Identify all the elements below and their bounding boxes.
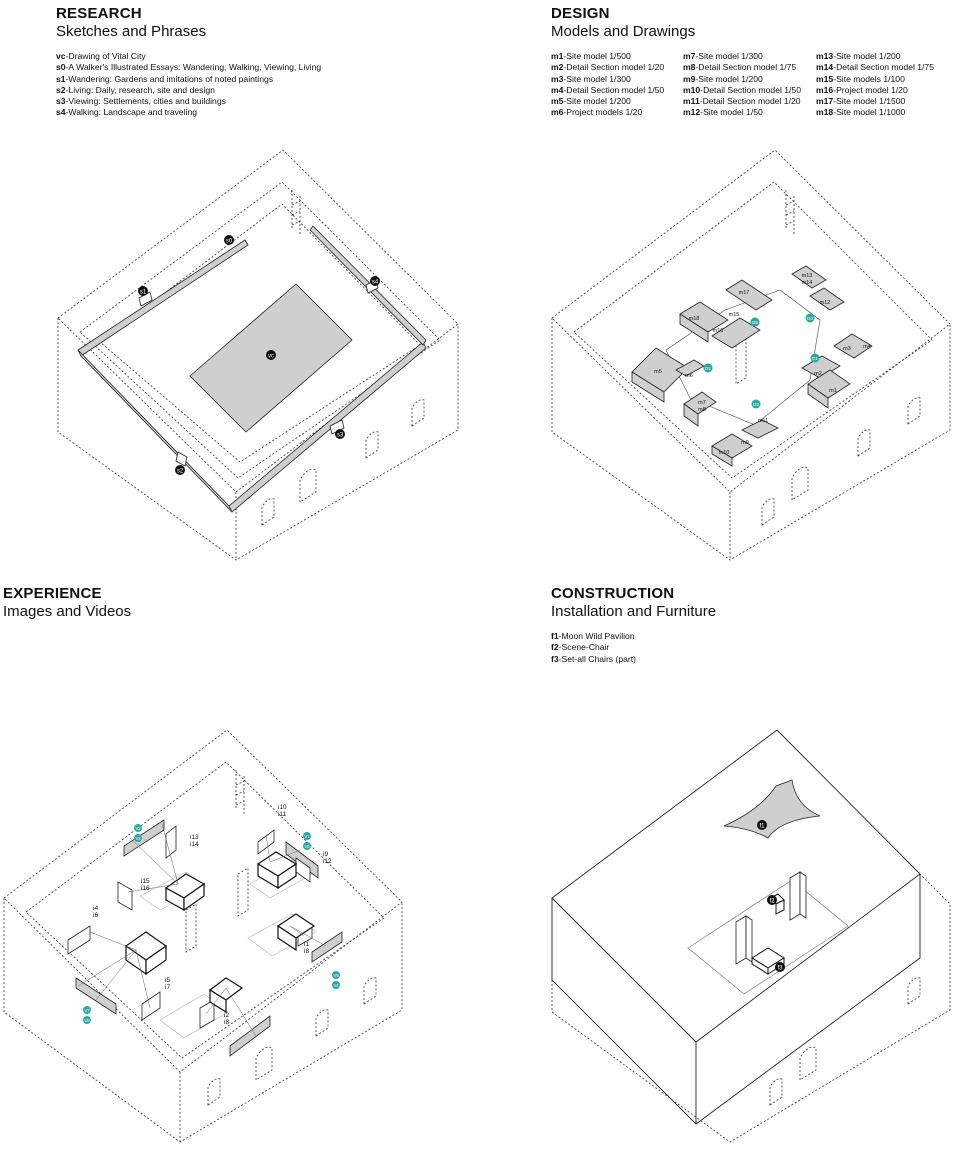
legend-item: s1-Wandering: Gardens and imitations of … [56,73,274,84]
teal-marker-v7: V7 [84,1008,90,1013]
model-label-m9: m9 [741,440,749,446]
legend-item: s4-Walking: Landscape and traveling [56,107,198,118]
label-i5: i5 [165,977,170,984]
marker-f3: f3 [777,966,783,972]
model-label-m16: m16 [713,328,724,334]
legend-item: s3-Viewing: Settlements, cities and buil… [56,96,226,107]
model-label-m2: m2 [814,371,822,377]
legend-column: m7-Site model 1/300 m8-Detail Section mo… [683,51,801,118]
label-i9: i9 [323,851,328,858]
design-quadrant: m18 m16 m15 m17 m13 m14 m12 m5 m6 m7 m8 … [480,0,960,575]
label-i4: i4 [93,905,98,912]
teal-marker-d5: D5 [752,320,758,325]
model-label-m1: m1 [829,388,837,394]
teal-marker-d4: D4 [807,316,813,321]
teal-marker-v6: V6 [333,973,339,978]
construction-quadrant: f1 f2 f3 CONSTRUCTION Installation and F… [480,580,960,1155]
teal-marker-v1: V1 [304,834,310,839]
model-label-m13: m13 [802,273,813,279]
experience-teal-markers: V2 V3 V1 V5 V6 V4 V7 V8 [83,824,340,1024]
research-subtitle: Sketches and Phrases [56,23,207,40]
construction-subtitle: Installation and Furniture [551,603,717,620]
model-label-m14: m14 [802,280,813,286]
marker-vc: vc [268,354,274,360]
marker-s3: s3 [337,433,344,439]
model-label-m5: m5 [654,369,662,375]
design-subtitle: Models and Drawings [551,23,696,40]
model-label-m10: m10 [719,450,730,456]
teal-marker-d1: D1 [812,356,818,361]
experience-axonometric-diagram: i13 i14 i10 i11 i9 i12 i15 i16 i4 i6 i1 … [3,729,403,1143]
teal-marker-d2: D2 [705,366,711,371]
model-label-m8: m8 [698,407,706,413]
design-legend: m1-Site model 1/500 m2-Detail Section mo… [551,51,948,119]
label-i1: i1 [304,941,309,948]
experience-labels: i13 i14 i10 i11 i9 i12 i15 i16 i4 i6 i1 … [93,804,332,1026]
teal-marker-v3: V3 [135,836,141,841]
design-axonometric-diagram: m18 m16 m15 m17 m13 m14 m12 m5 m6 m7 m8 … [551,149,951,561]
marker-f1: f1 [759,824,765,830]
experience-header: EXPERIENCE Images and Videos [3,585,131,621]
research-axonometric-diagram: s0 s1 vc s4 s3 s2 [57,149,459,561]
research-header: RESEARCH Sketches and Phrases vc-Drawing… [56,5,321,119]
label-i7: i7 [165,984,170,991]
label-i8: i8 [304,948,309,955]
model-label-m15: m15 [729,312,740,318]
marker-s4: s4 [372,280,379,286]
teal-marker-d3: D3 [753,402,759,407]
legend-item: f3-Set-all Chairs (part) [551,653,637,664]
legend-column: m1-Site model 1/500 m2-Detail Section mo… [551,51,665,118]
model-label-m4: m4 [863,344,871,350]
model-label-m6: m6 [685,373,693,379]
label-i10: i10 [278,804,287,811]
research-title: RESEARCH [56,5,142,22]
construction-header: CONSTRUCTION Installation and Furniture … [551,585,716,665]
label-i8-lower: i8 [224,1019,229,1026]
model-label-m18: m18 [689,316,700,322]
construction-legend: f1-Moon Wild Pavilion f2-Scene-Chair f3-… [551,631,716,665]
design-teal-markers: D1 D2 D3 D4 D5 [703,313,820,409]
experience-quadrant: i13 i14 i10 i11 i9 i12 i15 i16 i4 i6 i1 … [0,580,480,1155]
model-label-m7: m7 [698,400,706,406]
design-title: DESIGN [551,5,610,22]
label-i12: i12 [323,858,332,865]
marker-s0: s0 [226,239,233,245]
marker-s2: s2 [177,469,184,475]
design-model-labels: m18 m16 m15 m17 m13 m14 m12 m5 m6 m7 m8 … [654,273,871,456]
construction-axonometric-diagram: f1 f2 f3 [551,729,951,1143]
marker-s1: s1 [140,290,147,296]
construction-markers: f1 f2 f3 [757,820,785,972]
model-label-m17: m17 [739,290,750,296]
label-i11: i11 [278,811,287,818]
teal-marker-v8: V8 [84,1018,90,1023]
model-label-m3: m3 [843,346,851,352]
experience-subtitle: Images and Videos [3,603,132,620]
research-markers: s0 s1 vc s4 s3 s2 [138,235,380,475]
model-label-m12: m12 [820,300,831,306]
teal-marker-v5: V5 [304,844,310,849]
label-i6: i6 [93,912,98,919]
legend-item: s2-Living: Daily, research, site and des… [56,84,215,95]
legend-item: s0-A Walker's Illustrated Essays: Wander… [56,62,322,73]
legend-item: vc-Drawing of Vital City [56,51,146,61]
label-i16: i16 [141,885,150,892]
model-label-m11: m11 [758,418,768,424]
legend-item: f1-Moon Wild Pavilion [551,631,635,641]
construction-title: CONSTRUCTION [551,585,675,602]
experience-title: EXPERIENCE [3,585,102,602]
teal-marker-v4: V4 [333,983,339,988]
marker-f2: f2 [769,899,775,905]
label-i13: i13 [190,834,199,841]
research-legend: vc-Drawing of Vital City s0-A Walker's I… [56,51,321,119]
legend-item: f2-Scene-Chair [551,642,610,653]
label-i15: i15 [141,878,150,885]
research-quadrant: s0 s1 vc s4 s3 s2 RESEARCH Sketches and … [0,0,480,575]
label-i14: i14 [190,841,199,848]
legend-column: m13-Site model 1/200 m14-Detail Section … [816,51,934,118]
teal-marker-v2: V2 [135,826,141,831]
design-header: DESIGN Models and Drawings m1-Site model… [551,5,948,119]
label-i2: i2 [224,1012,229,1019]
